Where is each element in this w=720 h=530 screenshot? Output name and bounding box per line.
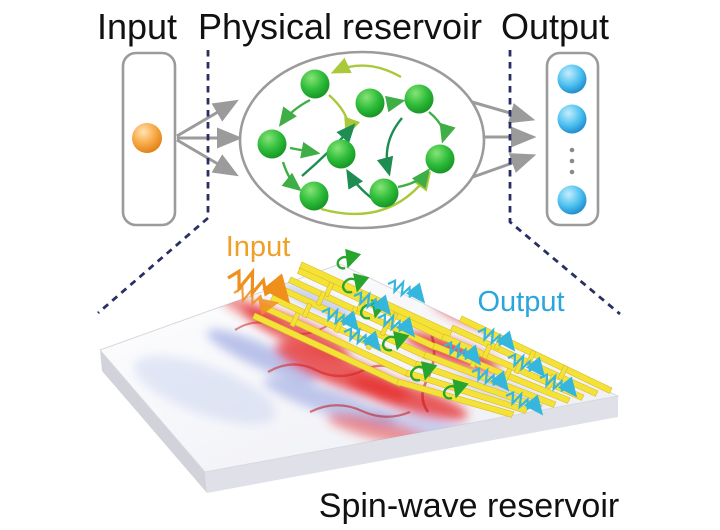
projection-dashed-line-left <box>97 50 210 315</box>
reservoir-node <box>326 139 356 169</box>
reservoir-node <box>300 69 330 99</box>
reservoir-node <box>299 181 329 211</box>
projection-dashed-line-right <box>508 50 621 316</box>
reservoir-node <box>425 144 455 174</box>
reservoir-node <box>369 178 399 208</box>
input-antenna-signal <box>227 267 291 316</box>
input-layer <box>121 51 177 227</box>
output-node <box>557 185 587 215</box>
reservoir-node <box>257 129 287 159</box>
device-input-label: Input <box>226 231 291 263</box>
vertical-ellipsis-dots <box>569 147 575 175</box>
input-node <box>132 123 162 153</box>
reservoir-nodes <box>257 69 455 211</box>
output-node <box>557 64 587 94</box>
physical-reservoir <box>238 50 486 230</box>
output-fan-arrows <box>471 100 537 179</box>
top-output-label: Output <box>501 6 609 47</box>
output-waveforms <box>321 278 578 416</box>
device-illustration <box>99 248 620 493</box>
output-layer-box <box>545 51 600 227</box>
output-layer <box>545 51 600 227</box>
slab-side-front <box>205 396 618 493</box>
top-input-label: Input <box>97 6 177 47</box>
reservoir-connections <box>278 57 456 216</box>
device-caption: Spin-wave reservoir <box>319 487 619 525</box>
slab-side-left <box>100 350 207 493</box>
device-output-label: Output <box>477 286 564 318</box>
output-node <box>557 104 587 134</box>
top-reservoir-label: Physical reservoir <box>198 6 482 47</box>
reservoir-node <box>404 84 434 114</box>
projection-dashed-lines <box>97 50 621 316</box>
reservoir-node <box>355 88 385 118</box>
